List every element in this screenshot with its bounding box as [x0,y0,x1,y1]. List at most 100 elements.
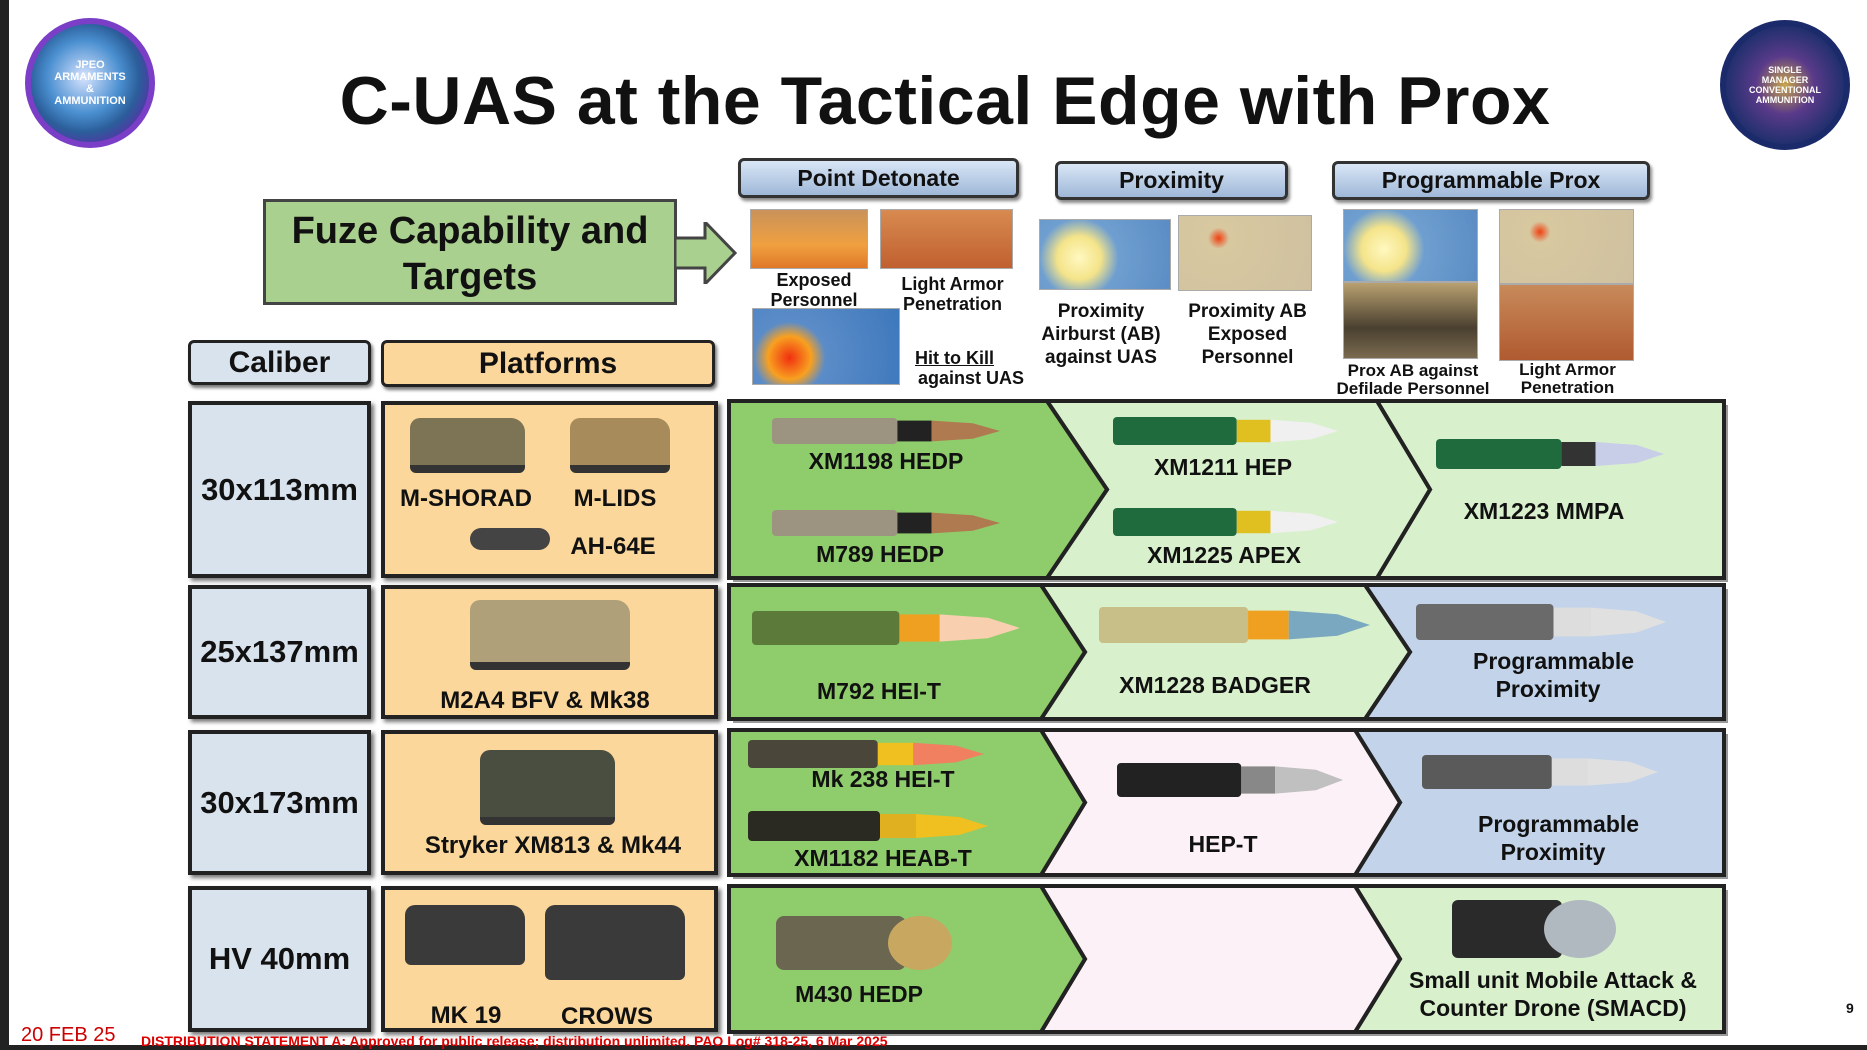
prog-prox-25mm-round-image-tip [1591,607,1666,637]
window-edge-bottom [0,1045,1867,1050]
hep-t-round-image-tip [1275,766,1343,794]
platform-label: M2A4 BFV & Mk38 [440,687,650,714]
caliber-cell: 30x173mm [188,730,371,875]
xm1182-round-image-tip [916,814,988,838]
platform-label: MK 19 [430,1002,502,1029]
distribution-statement: DISTRIBUTION STATEMENT A: Approved for p… [141,1033,888,1049]
prog-prox-30mm-round-image-band [1551,758,1588,786]
xm1228-round-image [1099,607,1249,643]
target-label: Exposed Personnel [770,270,858,310]
ammo-label: XM1182 HEAB-T [794,845,972,871]
drone-hit-image [752,308,900,385]
right-arrow-icon [675,222,737,284]
xm1211-round-image-tip [1270,419,1338,443]
ammo-label: M792 HEI-T [817,678,941,704]
ammo-label: XM1198 HEDP [808,448,964,474]
target-label: Proximity Airburst (AB) against UAS [1041,301,1161,368]
target-label: Proximity AB Exposed Personnel [1188,301,1307,368]
m430-grenade-image [776,916,906,970]
m792-round-image-band [899,614,940,642]
mk238-round-image [748,740,878,768]
mk238-round-image-tip [913,742,984,766]
against-uas-label: against UAS [918,368,1025,388]
mk238-round-image-band [877,742,914,766]
exposed-personnel-image [750,209,868,269]
header-programmable-prox: Programmable Prox [1332,161,1650,200]
ammo-label: M789 HEDP [816,541,944,567]
slide-title: C-UAS at the Tactical Edge with Prox [339,63,1551,139]
xm1223-round-image [1436,439,1562,469]
xm1211-round-image-band [1236,419,1271,443]
m-shorad-vehicle-image [410,418,525,473]
platform-label: AH-64E [570,533,656,560]
ammo-label: XM1228 BADGER [1119,672,1311,698]
m2a4-bfv-image [470,600,630,670]
ammo-label: Mk 238 HEI-T [811,766,955,792]
prog-prox-30mm-round-image [1422,755,1552,789]
ammo-label: HEP-T [1188,831,1258,857]
xm1182-round-image-band [880,814,916,838]
header-point-detonate: Point Detonate [738,158,1019,198]
xm1198-round-image [772,418,898,444]
xm1225-round-image [1113,508,1237,536]
prog-airburst-uas-image [1343,209,1478,282]
m789-round-image [772,510,898,536]
m789-round-image-tip [931,512,1000,534]
target-label: Light Armor Penetration [901,274,1004,314]
smca-seal: SINGLE MANAGER CONVENTIONAL AMMUNITION [1720,20,1850,150]
m792-round-image [752,611,900,645]
fuze-capability-box: Fuze Capability and Targets [263,199,677,305]
prog-prox-25mm-round-image [1416,604,1554,640]
smacd-grenade-image [1452,900,1562,958]
xm1225-round-image-tip [1270,510,1338,534]
xm1211-round-image [1113,417,1237,445]
proximity-column-cell [1037,884,1403,1034]
ammo-label: Programmable Proximity [1473,648,1635,702]
stryker-image [480,750,615,825]
m792-round-image-tip [939,614,1020,642]
xm1223-round-image-tip [1595,442,1664,466]
m789-round-image-band [897,512,932,534]
date-label: 20 FEB 25 [21,1024,116,1046]
prog-prox-30mm-round-image-tip [1587,758,1658,786]
prog-light-armor-image [1499,284,1634,361]
xm1182-round-image [748,811,880,841]
prog-exposed-personnel-image [1499,209,1634,284]
prog-prox-25mm-round-image-band [1553,607,1591,637]
crows-weapon-image [545,905,685,980]
hit-to-kill-label: Hit to Kill [915,348,994,368]
ammo-label: Programmable Proximity [1478,811,1640,865]
ah-64e-helicopter-image [470,528,550,550]
ammo-label: XM1223 MMPA [1463,498,1625,524]
caliber-cell: HV 40mm [188,886,371,1032]
proximity-exposed-personnel-image [1178,215,1312,291]
header-proximity: Proximity [1055,161,1288,200]
caliber-cell: 25x137mm [188,585,371,719]
target-label: Light Armor Penetration [1519,360,1616,397]
hep-t-round-image-band [1241,766,1276,794]
ammo-label: M430 HEDP [795,981,923,1007]
proximity-airburst-uas-image [1039,219,1171,290]
caliber-cell: 30x113mm [188,401,371,578]
xm1225-round-image-band [1236,510,1271,534]
platform-label: M-SHORAD [400,485,532,512]
mk19-weapon-image [405,905,525,965]
m430-grenade-nose [888,916,952,970]
platforms-header: Platforms [381,340,715,387]
smacd-grenade-nose [1544,900,1616,958]
caliber-header: Caliber [188,340,371,385]
hep-t-round-image [1117,763,1242,797]
defilade-personnel-image [1343,282,1478,359]
xm1223-round-image-band [1561,442,1596,466]
platform-label: Stryker XM813 & Mk44 [424,832,682,859]
xm1228-round-image-tip [1288,610,1370,640]
ammo-label: XM1225 APEX [1147,542,1301,568]
window-edge [0,0,9,1050]
jpeo-logo: JPEO ARMAMENTS & AMMUNITION [25,18,155,148]
target-label: Prox AB against Defilade Personnel [1336,361,1490,398]
platform-label: CROWS [561,1003,653,1030]
xm1198-round-image-tip [931,420,1000,442]
xm1228-round-image-band [1248,610,1289,640]
ammo-label: Small unit Mobile Attack & Counter Drone… [1409,967,1697,1021]
